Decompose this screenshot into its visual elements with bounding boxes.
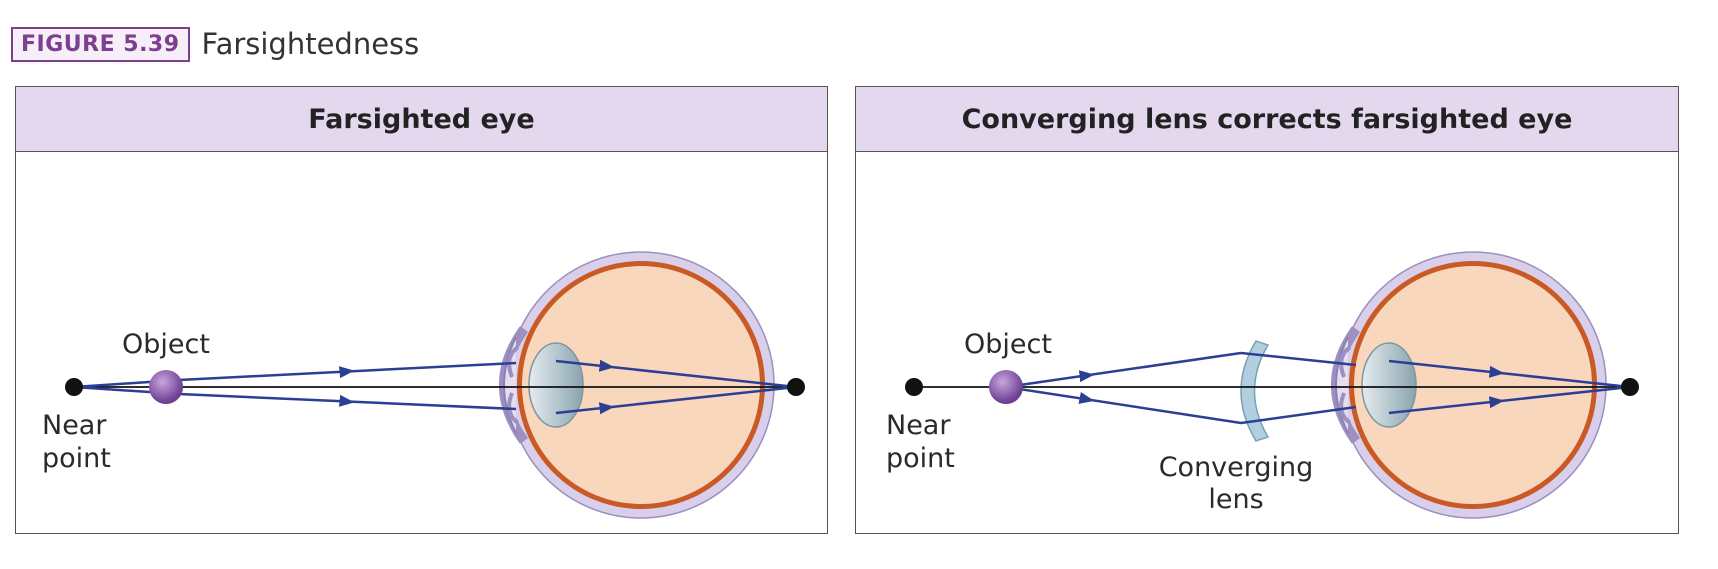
light-rays (1005, 351, 1631, 425)
figure-header: FIGURE 5.39 Farsightedness (11, 24, 419, 64)
object-dot (149, 370, 183, 404)
corrected-eye-diagram: Object Near point Converging lens (886, 251, 1639, 519)
near-point-dot (905, 378, 923, 396)
near-point-label-line2: point (886, 443, 955, 474)
figure-title: Farsightedness (201, 27, 420, 61)
panel-farsighted-eye: Farsighted eye (15, 86, 828, 534)
object-label: Object (964, 329, 1052, 360)
image-point-dot (787, 378, 805, 396)
panel-converging-lens: Converging lens corrects farsighted eye (855, 86, 1679, 534)
converging-lens-label-line1: Converging (1159, 452, 1314, 483)
panel-heading: Converging lens corrects farsighted eye (856, 87, 1678, 152)
eye-lens (1361, 342, 1417, 428)
eye (499, 251, 775, 519)
figure-number-badge: FIGURE 5.39 (11, 26, 190, 62)
converging-lens (1240, 340, 1270, 442)
near-point-label-line2: point (42, 443, 111, 474)
near-point-label-line1: Near (42, 410, 107, 441)
object-dot (989, 370, 1023, 404)
panel-heading: Farsighted eye (16, 87, 827, 152)
eye (1331, 251, 1607, 519)
converging-lens-label-line2: lens (1208, 484, 1263, 515)
image-point-dot (1621, 378, 1639, 396)
eye-lens (528, 342, 584, 428)
light-rays (73, 359, 797, 415)
farsighted-eye-diagram: Object Near point (42, 251, 805, 519)
object-label: Object (122, 329, 210, 360)
near-point-label-line1: Near (886, 410, 951, 441)
near-point-dot (65, 378, 83, 396)
